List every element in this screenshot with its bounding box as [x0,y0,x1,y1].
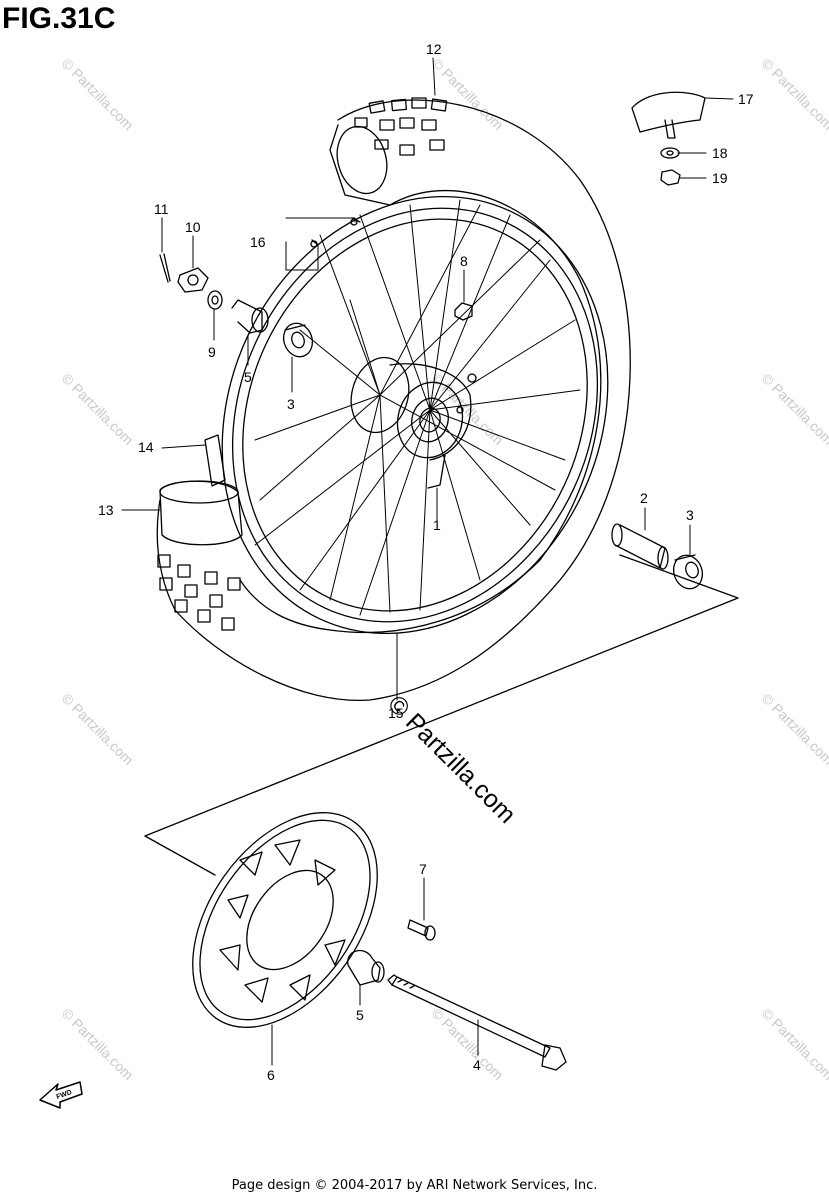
axle [387,974,567,1071]
callout-5-upper: 5 [244,369,252,385]
callout-16: 16 [250,234,266,250]
collar-upper [231,299,269,334]
rim [221,195,609,635]
brake-disc [192,812,378,1028]
callout-5-lower: 5 [356,1007,364,1023]
spoke-nipples [310,217,361,248]
hub [350,356,477,489]
valve-nut [660,169,681,186]
callout-labels: 12 17 18 19 11 10 16 8 9 5 3 14 13 1 2 3… [98,41,754,1083]
callout-3-lower: 3 [686,507,694,523]
spacer [611,523,669,570]
section-frame [144,554,739,876]
callout-7: 7 [419,861,427,877]
callout-2: 2 [640,490,648,506]
callout-13: 13 [98,502,114,518]
valve-washer [660,147,680,159]
bearing-lower [672,554,704,590]
callout-15: 15 [388,705,404,721]
callout-6: 6 [267,1067,275,1083]
bearing-upper [282,322,314,358]
callout-17: 17 [738,91,754,107]
figure-title: FIG.31C [2,2,116,35]
callout-10: 10 [185,219,201,235]
leader-lines [121,57,734,1066]
washer [207,290,223,310]
callout-12: 12 [426,41,442,57]
tube-valve [631,91,706,139]
fwd-arrow-icon: FWD [39,1081,83,1109]
disc-bolt [407,919,436,941]
nut-8 [454,302,473,321]
spokes [254,199,581,616]
rim-band-strip [204,434,226,487]
callout-1: 1 [433,517,441,533]
callout-19: 19 [712,170,728,186]
callout-9: 9 [208,344,216,360]
page-footer: Page design © 2004-2017 by ARI Network S… [231,1178,598,1193]
callout-8: 8 [460,253,468,269]
axle-nut [177,267,209,293]
cotter-pin [159,253,171,283]
collar-lower [347,949,385,986]
callout-14: 14 [138,439,154,455]
tire [156,97,631,702]
callout-11: 11 [154,201,169,217]
callout-3-upper: 3 [287,396,295,412]
callout-18: 18 [712,145,728,161]
callout-4: 4 [473,1057,481,1073]
